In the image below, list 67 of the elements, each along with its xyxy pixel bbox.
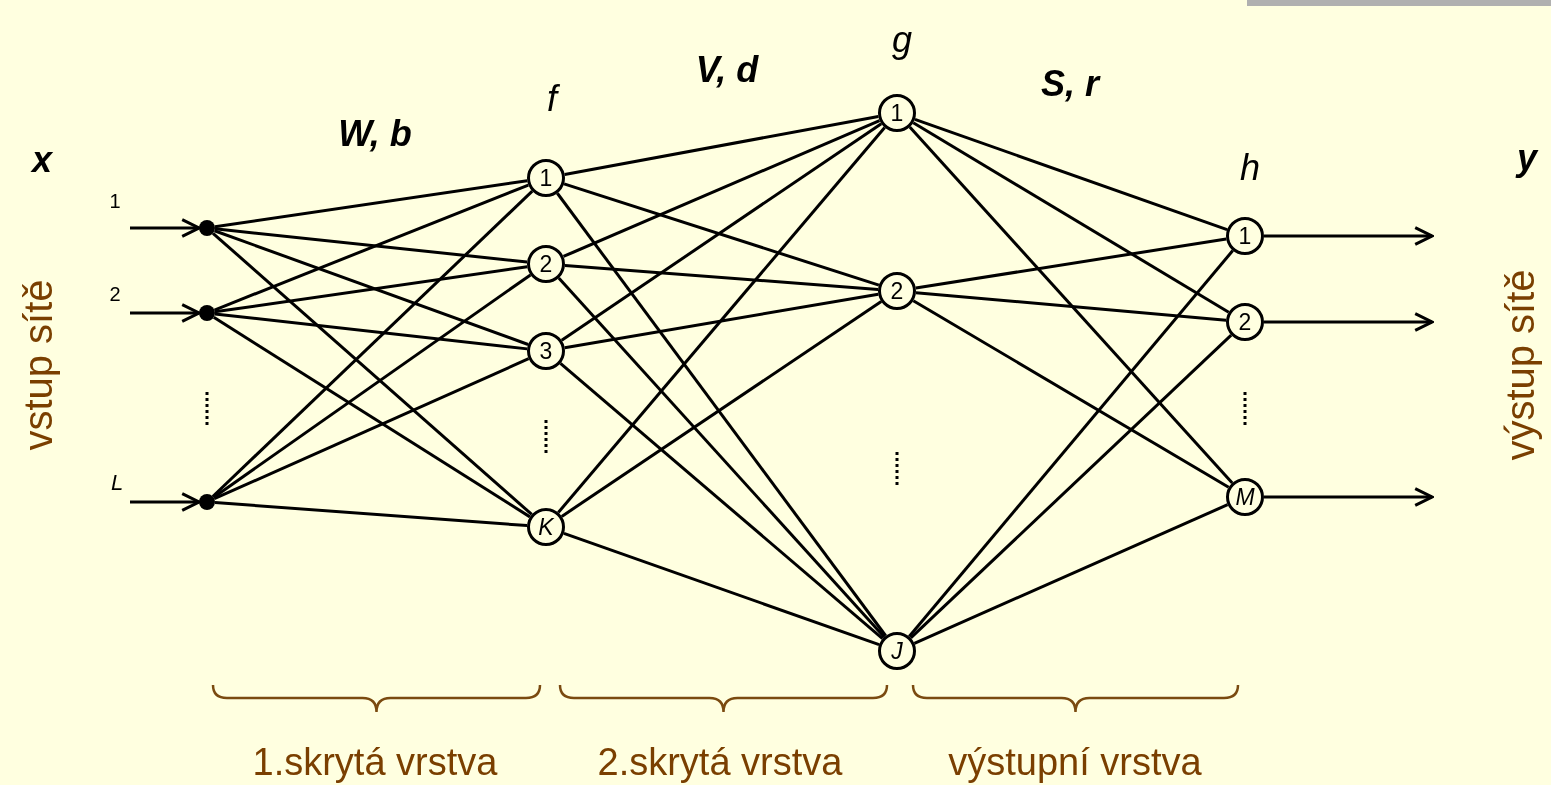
connection-line <box>214 312 528 351</box>
arrow <box>130 303 201 323</box>
layer-caption: 1.skrytá vrstva <box>252 743 498 781</box>
input-index: 2 <box>109 284 121 304</box>
neuron-circle: J <box>878 632 916 670</box>
neuron-circle: 3 <box>527 332 565 370</box>
connection-line <box>212 232 533 516</box>
connection-line <box>913 503 1229 645</box>
arrow <box>1264 226 1434 246</box>
neuron-circle: 2 <box>878 272 916 310</box>
layer-caption: 2.skrytá vrstva <box>597 743 843 781</box>
connection-line <box>914 117 1228 232</box>
arrow <box>130 218 201 238</box>
weight-symbol: W, b <box>338 116 412 152</box>
connection-line <box>562 119 881 258</box>
input-dot <box>199 305 215 321</box>
connection-line <box>564 292 879 350</box>
connection-line <box>213 183 529 312</box>
neuron-circle: 2 <box>527 245 565 283</box>
connection-line <box>915 291 1227 322</box>
neuron-circle: 1 <box>527 159 565 197</box>
layer-symbol: h <box>1240 150 1260 186</box>
input-dot <box>199 220 215 236</box>
connection-line <box>564 115 879 176</box>
connection-line <box>912 299 1230 489</box>
connection-line <box>912 121 1230 314</box>
connection-line <box>908 249 1234 638</box>
connection-line <box>564 263 879 292</box>
connection-line <box>915 237 1227 290</box>
weight-symbol: S, r <box>1041 66 1099 102</box>
weight-symbol: V, d <box>695 52 759 88</box>
neuron-circle: M <box>1226 478 1264 516</box>
connection-line <box>563 182 880 287</box>
arrow <box>1264 487 1434 507</box>
arrow <box>1264 312 1434 332</box>
neuron-circle: 1 <box>878 94 916 132</box>
connection-line <box>908 126 1234 484</box>
connection-line <box>213 357 530 501</box>
connection-line <box>556 192 887 637</box>
neuron-circle: K <box>527 508 565 546</box>
connection-line <box>557 277 886 638</box>
vector-symbol: y <box>1517 140 1537 176</box>
connection-line <box>559 362 884 640</box>
connection-line <box>214 501 528 528</box>
connection-line <box>212 273 532 499</box>
connection-line <box>214 227 528 264</box>
connection-line <box>212 316 531 519</box>
connection-line <box>211 190 534 498</box>
vector-symbol: x <box>32 142 52 178</box>
layer-caption: výstupní vrstva <box>948 743 1202 781</box>
connection-line <box>214 229 529 346</box>
neuron-circle: 1 <box>1226 217 1264 255</box>
connection-line <box>214 179 528 229</box>
input-index: L <box>110 472 124 494</box>
layer-symbol: g <box>892 22 912 58</box>
arrow <box>130 492 201 512</box>
axis-caption: výstup sítě <box>1500 269 1540 461</box>
axis-caption: vstup sítě <box>18 279 58 451</box>
connection-line <box>560 122 883 342</box>
connection-line <box>214 265 528 314</box>
connection-line <box>557 126 886 514</box>
connection-line <box>560 300 883 518</box>
connection-line <box>563 531 880 647</box>
input-dot <box>199 494 215 510</box>
connection-line <box>909 333 1233 640</box>
input-index: 1 <box>109 191 121 211</box>
neuron-circle: 2 <box>1226 303 1264 341</box>
